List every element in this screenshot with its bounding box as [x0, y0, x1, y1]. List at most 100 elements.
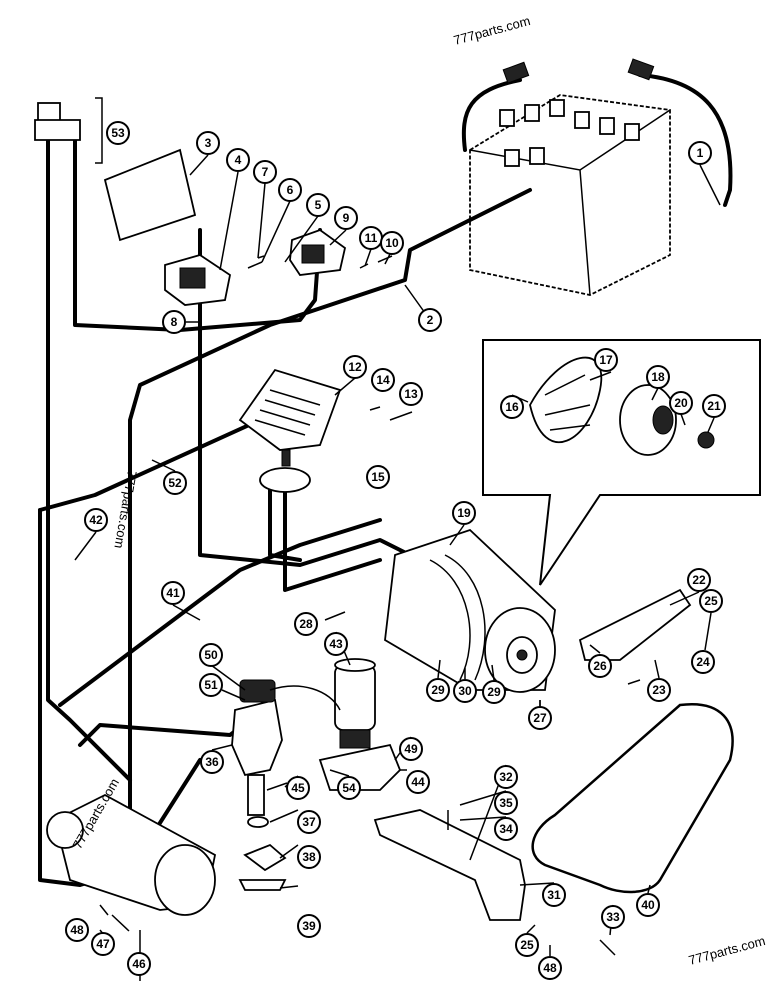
svg-text:50: 50: [204, 648, 218, 662]
svg-text:48: 48: [543, 961, 557, 975]
callout-17[interactable]: 17: [594, 348, 618, 372]
callout-39[interactable]: 39: [297, 914, 321, 938]
callout-28[interactable]: 28: [294, 612, 318, 636]
callout-43[interactable]: 43: [324, 632, 348, 656]
callout-3[interactable]: 3: [196, 131, 220, 155]
svg-text:43: 43: [329, 637, 343, 651]
voltage-regulator: [238, 368, 342, 467]
callout-37[interactable]: 37: [297, 810, 321, 834]
svg-text:38: 38: [302, 850, 316, 864]
callout-29b[interactable]: 29: [482, 680, 506, 704]
svg-text:37: 37: [302, 815, 316, 829]
callout-10[interactable]: 10: [380, 231, 404, 255]
callout-54[interactable]: 54: [337, 776, 361, 800]
svg-text:45: 45: [291, 781, 305, 795]
callout-1[interactable]: 1: [688, 141, 712, 165]
svg-text:26: 26: [593, 659, 607, 673]
callout-45[interactable]: 45: [286, 776, 310, 800]
callout-20[interactable]: 20: [669, 391, 693, 415]
svg-text:19: 19: [457, 506, 471, 520]
callout-41[interactable]: 41: [161, 581, 185, 605]
svg-text:22: 22: [692, 573, 706, 587]
watermark-bottom: 777parts.com: [687, 933, 767, 968]
svg-text:42: 42: [89, 513, 103, 527]
callout-25b[interactable]: 25: [515, 933, 539, 957]
svg-text:41: 41: [166, 586, 180, 600]
svg-text:20: 20: [674, 396, 688, 410]
callout-42[interactable]: 42: [84, 508, 108, 532]
callout-49[interactable]: 49: [399, 737, 423, 761]
svg-text:40: 40: [641, 898, 655, 912]
svg-text:33: 33: [606, 910, 620, 924]
callout-12[interactable]: 12: [343, 355, 367, 379]
callout-27[interactable]: 27: [528, 706, 552, 730]
adjusting-bracket: [578, 588, 692, 661]
callout-14[interactable]: 14: [371, 368, 395, 392]
svg-text:16: 16: [505, 400, 519, 414]
ignition-coil: [334, 658, 376, 749]
callout-15[interactable]: 15: [366, 465, 390, 489]
callout-19[interactable]: 19: [452, 501, 476, 525]
callout-18[interactable]: 18: [646, 365, 670, 389]
svg-text:24: 24: [696, 655, 710, 669]
callout-48b[interactable]: 48: [538, 956, 562, 980]
svg-text:52: 52: [168, 476, 182, 490]
svg-text:48: 48: [70, 923, 84, 937]
callout-13[interactable]: 13: [399, 382, 423, 406]
callout-24[interactable]: 24: [691, 650, 715, 674]
svg-text:28: 28: [299, 617, 313, 631]
callout-32[interactable]: 32: [494, 765, 518, 789]
callout-53[interactable]: 53: [106, 121, 130, 145]
svg-text:30: 30: [458, 684, 472, 698]
svg-text:49: 49: [404, 742, 418, 756]
svg-text:6: 6: [287, 183, 294, 197]
callout-52[interactable]: 52: [163, 471, 187, 495]
callout-8[interactable]: 8: [162, 310, 186, 334]
svg-text:27: 27: [533, 711, 547, 725]
callout-23[interactable]: 23: [647, 678, 671, 702]
coil-bracket: [318, 743, 402, 791]
callout-44[interactable]: 44: [406, 770, 430, 794]
callout-47[interactable]: 47: [91, 932, 115, 956]
callout-34[interactable]: 34: [494, 817, 518, 841]
svg-text:36: 36: [205, 755, 219, 769]
callout-40[interactable]: 40: [636, 893, 660, 917]
callout-25[interactable]: 25: [699, 589, 723, 613]
callout-21[interactable]: 21: [702, 394, 726, 418]
callout-29[interactable]: 29: [426, 678, 450, 702]
svg-text:10: 10: [385, 236, 399, 250]
svg-text:35: 35: [499, 796, 513, 810]
callout-30[interactable]: 30: [453, 679, 477, 703]
callout-9[interactable]: 9: [334, 206, 358, 230]
inset-fan-pulley: [482, 339, 761, 586]
callout-33[interactable]: 33: [601, 905, 625, 929]
callout-26[interactable]: 26: [588, 654, 612, 678]
callout-4[interactable]: 4: [226, 148, 250, 172]
svg-text:21: 21: [707, 399, 721, 413]
callout-11[interactable]: 11: [359, 226, 383, 250]
callout-22[interactable]: 22: [687, 568, 711, 592]
callout-31[interactable]: 31: [542, 883, 566, 907]
callout-51[interactable]: 51: [199, 673, 223, 697]
svg-text:15: 15: [371, 470, 385, 484]
svg-text:32: 32: [499, 770, 513, 784]
callout-5[interactable]: 5: [306, 193, 330, 217]
callout-2[interactable]: 2: [418, 308, 442, 332]
fan-belt: [531, 703, 734, 894]
callout-46[interactable]: 46: [127, 952, 151, 976]
callout-48[interactable]: 48: [65, 918, 89, 942]
svg-text:39: 39: [302, 919, 316, 933]
callout-38[interactable]: 38: [297, 845, 321, 869]
svg-text:7: 7: [262, 165, 269, 179]
callout-7[interactable]: 7: [253, 160, 277, 184]
callout-35[interactable]: 35: [494, 791, 518, 815]
callout-36[interactable]: 36: [200, 750, 224, 774]
callout-6[interactable]: 6: [278, 178, 302, 202]
callout-16[interactable]: 16: [500, 395, 524, 419]
callout-50[interactable]: 50: [199, 643, 223, 667]
svg-text:51: 51: [204, 678, 218, 692]
distributor: [231, 679, 341, 816]
svg-text:44: 44: [411, 775, 425, 789]
